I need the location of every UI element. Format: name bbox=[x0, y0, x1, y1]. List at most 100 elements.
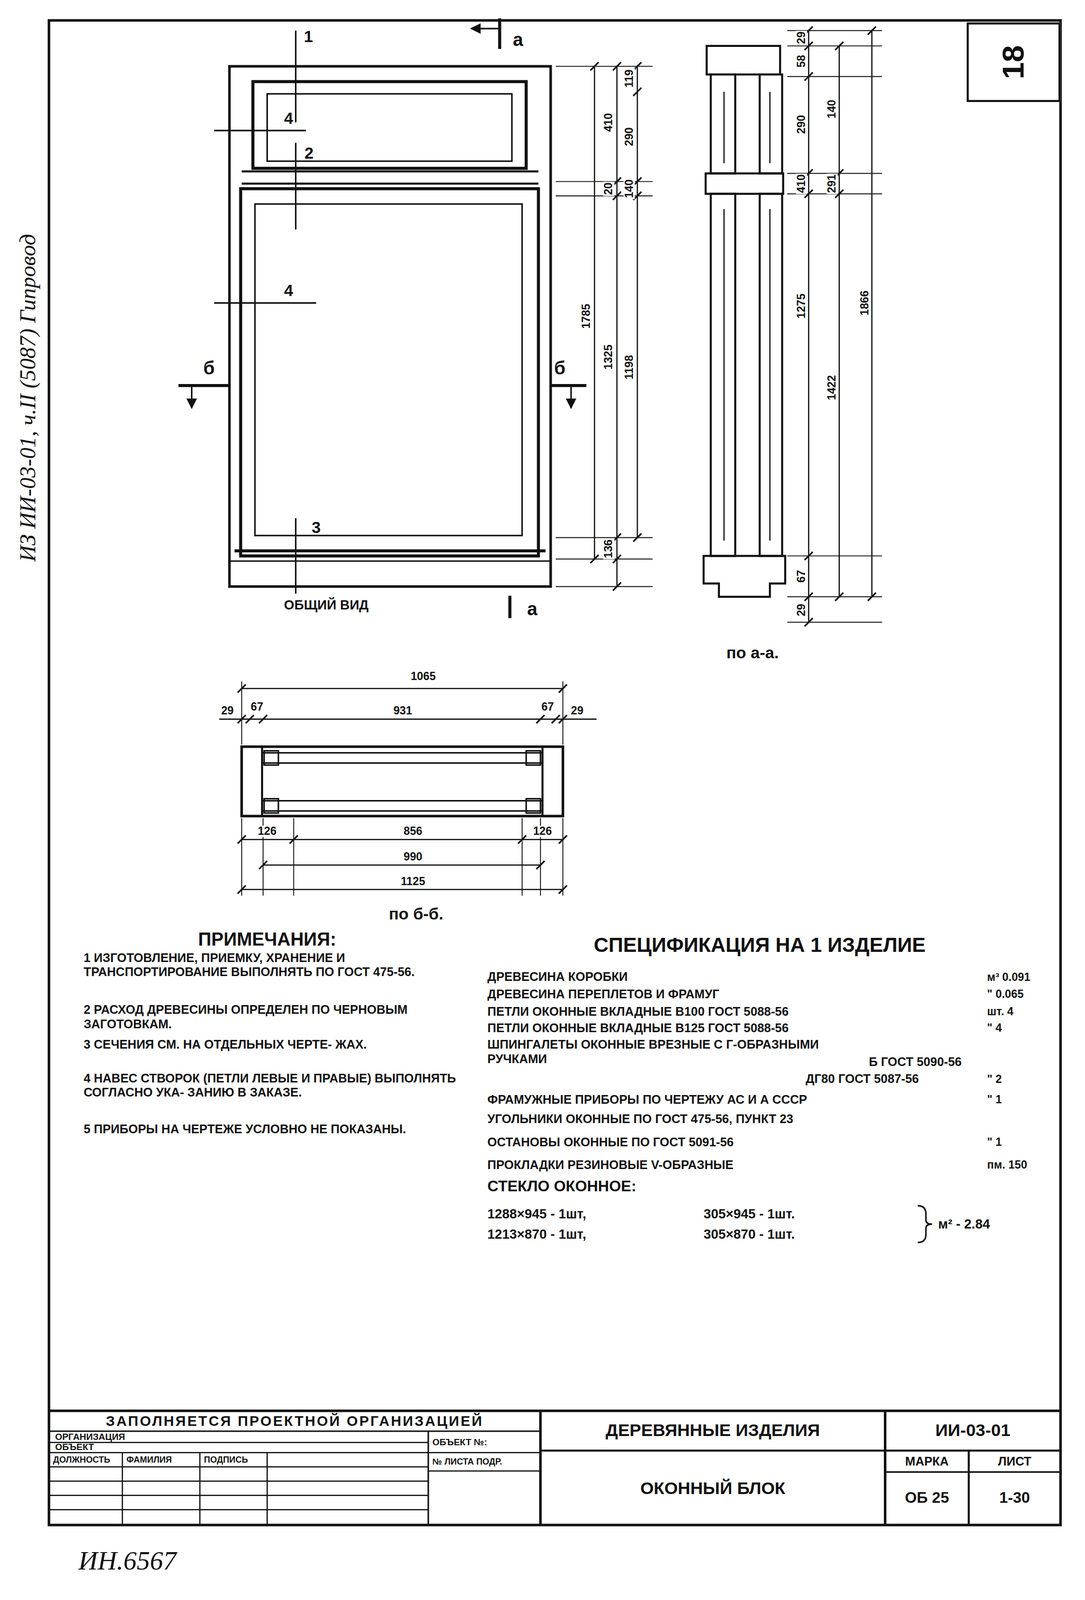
table-rule bbox=[967, 1450, 970, 1525]
table-rule bbox=[48, 1408, 1061, 1412]
cut-arrow bbox=[190, 385, 193, 408]
table-rule bbox=[885, 1449, 1061, 1452]
sill-line bbox=[234, 549, 546, 553]
table-rule bbox=[539, 1410, 542, 1525]
notes-heading: ПРИМЕЧАНИЯ: bbox=[198, 929, 337, 952]
glass-size: 1213×870 - 1шт, bbox=[487, 1225, 587, 1242]
note: 1 ИЗГОТОВЛЕНИЕ, ПРИЕМКУ, ХРАНЕНИЕ И ТРАН… bbox=[83, 950, 467, 981]
spec-item: ШПИНГАЛЕТЫ ОКОННЫЕ ВРЕЗНЫЕ С Г-ОБРАЗНЫМИ… bbox=[487, 1037, 875, 1067]
dimension: 1785 bbox=[580, 302, 592, 330]
sheet-frame bbox=[48, 20, 1061, 1525]
spec-quantity: " 2 bbox=[987, 1071, 1002, 1086]
glass-line bbox=[723, 208, 725, 541]
sash-corner bbox=[263, 798, 279, 813]
glass-size: 1288×945 - 1шт, bbox=[487, 1205, 587, 1222]
table-cell: ФАМИЛИЯ bbox=[126, 1453, 173, 1465]
dimension: 1325 bbox=[602, 343, 615, 371]
table-rule bbox=[428, 1451, 541, 1453]
dimension-tick bbox=[867, 26, 877, 35]
table-rule bbox=[266, 1451, 268, 1525]
dimension: 856 bbox=[402, 825, 424, 837]
spec-item: ДГ80 ГОСТ 5087-56 bbox=[805, 1071, 919, 1086]
dimension: 126 bbox=[532, 825, 554, 837]
table-cell: ИИ-03-01 bbox=[935, 1420, 1011, 1441]
table-cell: ОБЪЕКТ №: bbox=[432, 1436, 487, 1448]
section-line bbox=[214, 302, 317, 304]
note: 3 СЕЧЕНИЯ СМ. НА ОТДЕЛЬНЫХ ЧЕРТЕ- ЖАХ. bbox=[83, 1037, 467, 1052]
dimension: 1275 bbox=[795, 292, 807, 320]
note: 2 РАСХОД ДРЕВЕСИНЫ ОПРЕДЕЛЕН ПО ЧЕРНОВЫМ… bbox=[83, 1002, 467, 1032]
transom-profile bbox=[710, 74, 736, 174]
cut-letter: б bbox=[554, 358, 566, 381]
section-number: 2 bbox=[304, 143, 314, 163]
spec-quantity: " 0.065 bbox=[987, 987, 1025, 1001]
sash-corner bbox=[526, 798, 541, 813]
extension-line bbox=[787, 45, 882, 47]
brace bbox=[917, 1205, 933, 1243]
spec-item: ФРАМУЖНЫЕ ПРИБОРЫ ПО ЧЕРТЕЖУ АС И А СССР bbox=[487, 1091, 807, 1107]
stamp-box: 18 bbox=[966, 22, 1061, 103]
dimension-tick bbox=[804, 551, 813, 560]
spec-quantity: шт. 4 bbox=[987, 1004, 1014, 1019]
spec-item: УГОЛЬНИКИ ОКОННЫЕ ПО ГОСТ 475-56, ПУНКТ … bbox=[487, 1111, 794, 1126]
section-number: 4 bbox=[283, 108, 294, 128]
section-line bbox=[214, 129, 307, 132]
dimension-tick bbox=[633, 87, 642, 96]
dimension: 290 bbox=[623, 126, 635, 147]
dimension-tick bbox=[558, 835, 568, 844]
sash-corner bbox=[263, 750, 279, 765]
table-cell: 1-30 bbox=[999, 1487, 1030, 1507]
dimension-tick bbox=[590, 62, 599, 71]
table-rule bbox=[48, 1451, 429, 1453]
note: 5 ПРИБОРЫ НА ЧЕРТЕЖЕ УСЛОВНО НЕ ПОКАЗАНЫ… bbox=[83, 1121, 467, 1137]
mullion-line bbox=[241, 170, 539, 173]
glass-line bbox=[769, 208, 771, 541]
dimension: 1866 bbox=[859, 289, 871, 317]
dimension-tick bbox=[558, 885, 568, 894]
dimension-tick bbox=[259, 860, 268, 869]
extension-line bbox=[787, 621, 882, 623]
table-cell: ОБЪЕКТ bbox=[55, 1441, 95, 1453]
table-rule bbox=[427, 1430, 429, 1525]
dimension: 931 bbox=[392, 704, 414, 717]
dimension: 126 bbox=[256, 825, 278, 837]
dimension-line bbox=[263, 864, 541, 866]
dimension-tick bbox=[867, 592, 877, 601]
dimension-tick bbox=[237, 885, 246, 894]
window-sash bbox=[240, 188, 539, 556]
table-cell: ДЕРЕВЯННЫЕ ИЗДЕЛИЯ bbox=[605, 1420, 821, 1441]
head-profile bbox=[706, 45, 781, 75]
dimension: 1125 bbox=[399, 875, 427, 887]
spec-quantity: " 4 bbox=[987, 1021, 1002, 1035]
dimension: 140 bbox=[826, 98, 838, 120]
dimension-tick bbox=[237, 835, 246, 844]
archive-number: ИН.6567 bbox=[78, 1544, 177, 1577]
table-cell: ЗАПОЛНЯЕТСЯ ПРОЕКТНОЙ ОРГАНИЗАЦИЕЙ bbox=[105, 1411, 484, 1429]
mullion-profile bbox=[705, 173, 783, 194]
transom-glass bbox=[267, 93, 513, 162]
table-rule bbox=[883, 1410, 887, 1525]
dimension-line bbox=[838, 45, 840, 597]
spec-item: ПЕТЛИ ОКОННЫЕ ВКЛАДНЫЕ В100 ГОСТ 5088-56 bbox=[487, 1004, 789, 1019]
dimension: 20 bbox=[602, 181, 615, 196]
dimension: 1065 bbox=[409, 670, 437, 682]
sash-profile bbox=[262, 800, 543, 811]
plan-frame bbox=[241, 746, 563, 816]
glass-area: м² - 2.84 bbox=[938, 1215, 990, 1232]
dimension: 58 bbox=[795, 54, 807, 69]
dimension: 140 bbox=[623, 178, 635, 200]
extension-line bbox=[241, 817, 243, 895]
sill-line bbox=[229, 559, 551, 562]
table-rule bbox=[540, 1449, 886, 1452]
cut-arrow bbox=[470, 27, 500, 30]
dimension-tick bbox=[804, 592, 813, 601]
table-rule bbox=[121, 1451, 124, 1525]
dimension-tick bbox=[245, 714, 254, 723]
dimension-line bbox=[636, 66, 639, 538]
dimension-line bbox=[241, 838, 563, 840]
dimension-tick bbox=[804, 617, 813, 627]
dimension-tick bbox=[289, 835, 298, 844]
spec-item: ПЕТЛИ ОКОННЫЕ ВКЛАДНЫЕ В125 ГОСТ 5088-56 bbox=[487, 1020, 789, 1036]
cut-letter: а bbox=[527, 598, 538, 621]
